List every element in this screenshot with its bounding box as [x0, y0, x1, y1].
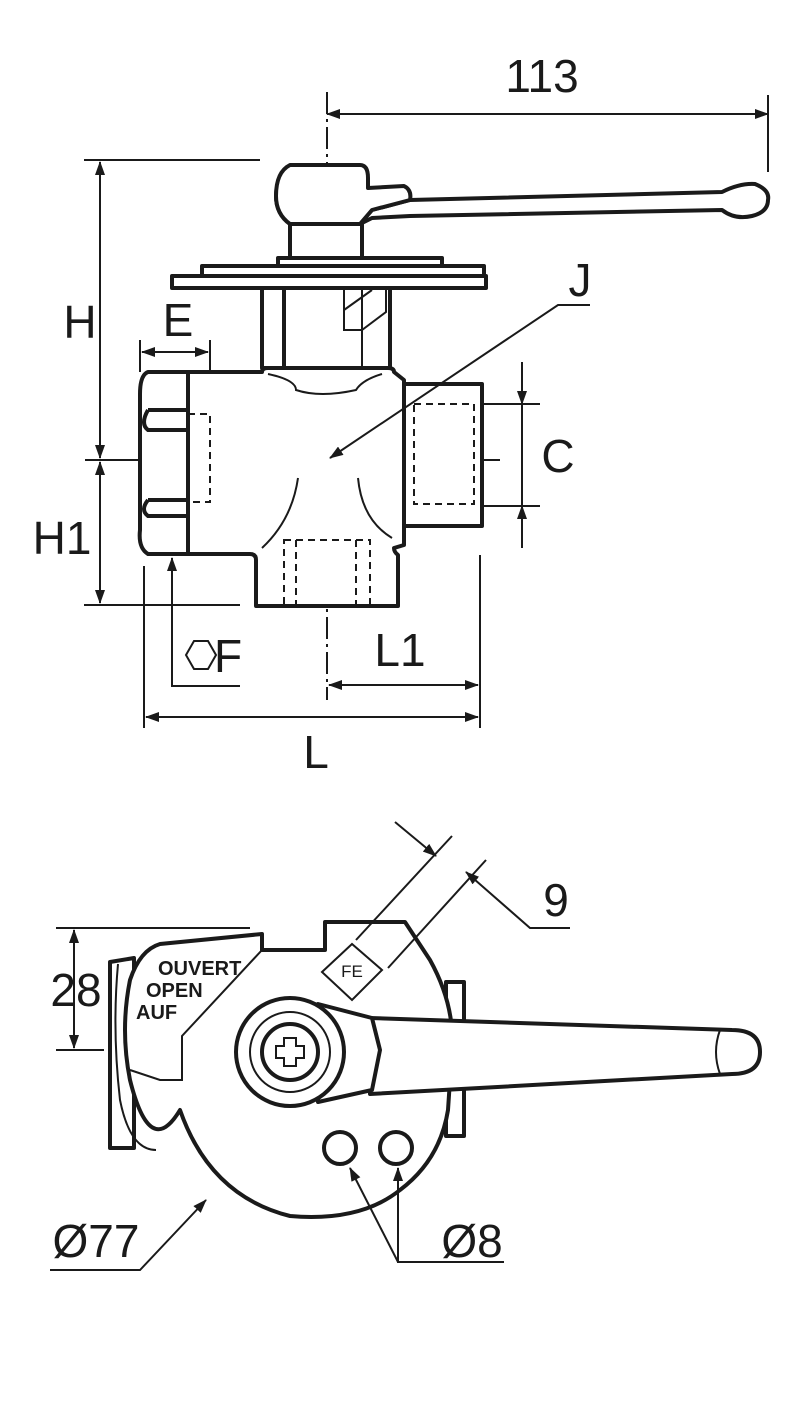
dimension-113: 113	[326, 50, 769, 172]
valve-body	[137, 366, 484, 608]
dimension-28: 28	[50, 927, 250, 1051]
dimension-f: F	[167, 557, 242, 687]
hub	[234, 996, 346, 1108]
lever-handle	[274, 163, 771, 262]
top-lever	[316, 1002, 762, 1104]
dimension-h1: H1	[33, 461, 240, 606]
dim-113-label: 113	[505, 50, 578, 102]
dim-j-label: J	[569, 254, 592, 306]
label-ouvert: OUVERT	[158, 958, 241, 980]
dim-l1-label: L1	[374, 624, 425, 676]
fe-label: FE	[341, 962, 363, 981]
side-view: 113 H H1 E J	[33, 50, 771, 778]
hexagon-icon	[184, 640, 218, 670]
flange-plate	[170, 256, 488, 290]
dim-c-label: C	[541, 430, 574, 482]
valve-neck	[260, 286, 392, 370]
dim-h-label: H	[63, 296, 96, 348]
dim-e-label: E	[163, 294, 194, 346]
top-view: OUVERT OPEN AUF FE	[50, 821, 762, 1271]
fe-marker: FE	[320, 942, 384, 1002]
dimension-9: 9	[355, 821, 570, 969]
dimension-d77: Ø77	[50, 1199, 207, 1271]
dim-d8-label: Ø8	[441, 1215, 502, 1267]
mount-hole-right	[378, 1130, 414, 1166]
dimension-l: L	[143, 566, 479, 778]
label-auf: AUF	[136, 1002, 177, 1024]
dimension-l1: L1	[328, 555, 481, 728]
dim-f-label: F	[214, 630, 242, 682]
dim-28-label: 28	[50, 964, 101, 1016]
label-open: OPEN	[146, 980, 203, 1002]
dimension-d8: Ø8	[349, 1167, 504, 1267]
dimension-c: C	[482, 362, 575, 548]
dim-h1-label: H1	[33, 512, 92, 564]
cross-screw-icon	[275, 1037, 305, 1067]
dim-9-label: 9	[543, 874, 569, 926]
dimension-e: E	[139, 294, 211, 372]
dimension-j: J	[329, 254, 592, 459]
dim-l-label: L	[303, 726, 329, 778]
mount-hole-left	[322, 1130, 358, 1166]
dimension-h: H	[63, 159, 260, 459]
dim-d77-label: Ø77	[53, 1215, 140, 1267]
